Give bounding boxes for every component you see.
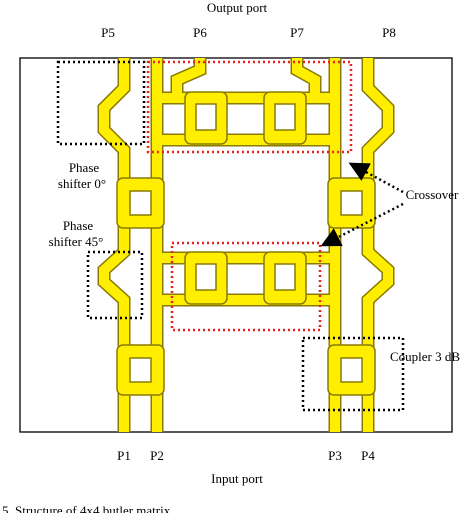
coupler-3db-label: Coupler 3 dB [390,349,460,364]
coupler-mid-right [263,251,307,305]
port-label-p8: P8 [382,25,396,40]
port-label-p2: P2 [150,448,164,463]
highlight-box-upper [146,60,353,154]
input-port-title: Input port [211,471,263,486]
coupler-upper-right [263,91,307,145]
coupler-upper-left [184,91,228,145]
coupler-bottom-right [327,344,376,396]
coupler-bottom-left [116,344,165,396]
port-label-p6: P6 [193,25,207,40]
crossover-right [327,177,376,229]
port-label-p4: P4 [361,448,375,463]
phase-shifter-0-label-line1: Phase [69,160,100,175]
port-label-p5: P5 [101,25,115,40]
phase-shifter-45-box [86,250,144,320]
substrate-border [19,57,453,433]
ring-couplers [116,91,376,396]
highlight-box-middle [170,241,322,332]
phase-shifter-45-label-line1: Phase [63,218,94,233]
crossover-label: Crossover [406,187,459,202]
figure-caption: 5. Structure of 4x4 butler matrix [2,503,171,513]
coupler-3db-box [301,336,405,412]
port-label-p1: P1 [117,448,131,463]
coupler-mid-left [184,251,228,305]
output-port-title: Output port [207,0,268,15]
phase-shifter-0-box [56,60,146,146]
crossover-left [116,177,165,229]
port-label-p3: P3 [328,448,342,463]
phase-shifter-0-label-line2: shifter 0° [58,176,106,191]
port-label-p7: P7 [290,25,304,40]
phase-shifter-45-label-line2: shifter 45° [49,234,104,249]
